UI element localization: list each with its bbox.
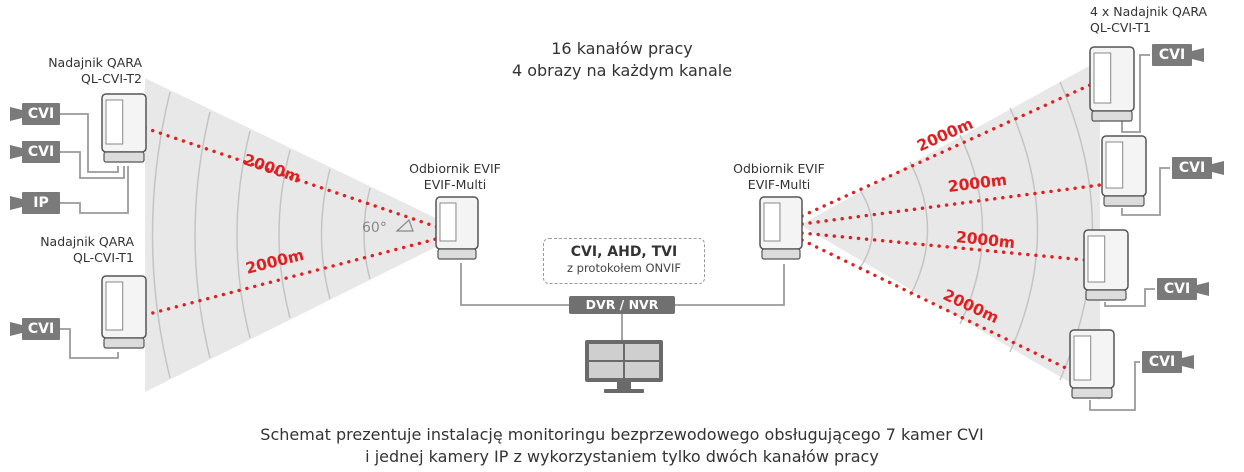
left-transmitter-top-label: Nadajnik QARA QL-CVI-T2 xyxy=(34,55,142,87)
right-receiver-model: EVIF-Multi xyxy=(747,177,811,192)
camera-right-1-lens xyxy=(1192,48,1204,62)
right-transmitters-model: QL-CVI-T1 xyxy=(1090,20,1152,35)
right-transmitters-label: 4 x Nadajnik QARA QL-CVI-T1 xyxy=(1090,4,1207,36)
camera-right-4-lens xyxy=(1182,355,1194,369)
headline-line2: 4 obrazy na każdym kanale xyxy=(511,61,733,80)
camera-badge-right-4: CVI xyxy=(1142,351,1182,373)
caption-line1: Schemat prezentuje instalację monitoring… xyxy=(260,425,984,444)
right-transmitters-name: 4 x Nadajnik QARA xyxy=(1090,4,1208,19)
left-beam xyxy=(145,78,440,392)
left-receiver-model: EVIF-Multi xyxy=(423,177,487,192)
left-receiver-name: Odbiornik EVIF xyxy=(409,161,501,176)
angle-marker xyxy=(395,218,414,232)
camera-right-2-lens xyxy=(1212,161,1224,175)
camera-left-2-lens xyxy=(10,145,22,159)
transmitter-left-top xyxy=(101,93,147,163)
left-transmitter-bottom-model: QL-CVI-T1 xyxy=(72,250,134,265)
right-receiver-name: Odbiornik EVIF xyxy=(733,161,825,176)
left-transmitter-bottom-label: Nadajnik QARA QL-CVI-T1 xyxy=(26,234,134,266)
cables xyxy=(58,54,1170,411)
camera-badge-left-2: CVI xyxy=(22,141,60,163)
camera-badge-right-3: CVI xyxy=(1157,278,1197,300)
camera-badge-right-1: CVI xyxy=(1152,44,1192,66)
transmitter-right-4 xyxy=(1069,329,1115,399)
left-transmitter-top-name: Nadajnik QARA xyxy=(48,55,142,70)
angle-label: 60° xyxy=(362,220,387,236)
left-receiver-label: Odbiornik EVIF EVIF-Multi xyxy=(396,161,514,193)
right-beam xyxy=(800,60,1100,400)
left-transmitter-bottom-name: Nadajnik QARA xyxy=(40,234,134,249)
headline-line1: 16 kanałów pracy xyxy=(551,39,693,58)
monitor xyxy=(585,340,663,393)
caption: Schemat prezentuje instalację monitoring… xyxy=(120,424,1124,468)
camera-badge-right-2: CVI xyxy=(1172,157,1212,179)
left-transmitter-top-model: QL-CVI-T2 xyxy=(80,71,142,86)
receiver-left xyxy=(435,196,479,260)
receiver-right xyxy=(759,196,803,260)
caption-line2: i jednej kamery IP z wykorzystaniem tylk… xyxy=(365,447,879,466)
camera-right-3-lens xyxy=(1197,282,1209,296)
transmitter-right-3 xyxy=(1083,229,1129,301)
transmitter-right-2 xyxy=(1101,135,1147,207)
dvr-nvr-recorder: DVR / NVR xyxy=(569,296,675,314)
camera-left-4-lens xyxy=(10,322,22,336)
transmitter-left-bottom xyxy=(101,275,147,349)
headline: 16 kanałów pracy 4 obrazy na każdym kana… xyxy=(472,38,772,82)
camera-left-1-lens xyxy=(10,107,22,121)
signal-dot-paths xyxy=(143,83,1102,372)
left-beam-arcs xyxy=(151,91,371,379)
right-receiver-label: Odbiornik EVIF EVIF-Multi xyxy=(720,161,838,193)
transmitter-right-1 xyxy=(1089,46,1135,122)
camera-badge-left-3: IP xyxy=(22,192,60,214)
protocol-list: CVI, AHD, TVI xyxy=(570,244,678,260)
protocol-note: z protokołem ONVIF xyxy=(566,261,682,275)
protocol-box: CVI, AHD, TVI z protokołem ONVIF xyxy=(543,238,705,284)
camera-badge-left-1: CVI xyxy=(22,103,60,125)
camera-badge-left-4: CVI xyxy=(22,318,60,340)
camera-left-3-lens xyxy=(10,196,22,210)
